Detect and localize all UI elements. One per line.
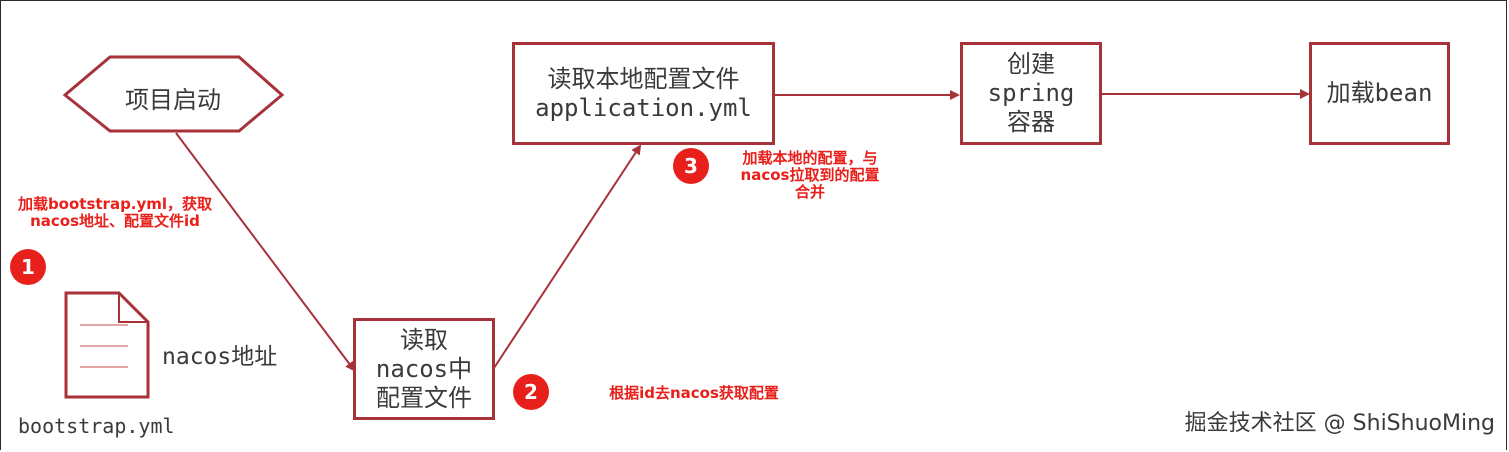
annotation-2-badge: 2 xyxy=(513,374,549,410)
create-spring-container-box: 创建 spring 容器 xyxy=(960,42,1102,145)
annotation-3-text: 加载本地的配置，与 nacos拉取到的配置 合并 xyxy=(740,149,880,201)
document-icon xyxy=(64,291,150,399)
start-node-label: 项目启动 xyxy=(125,86,221,114)
arrow-start-to-read-nacos xyxy=(175,132,356,372)
read-local-config-box: 读取本地配置文件 application.yml xyxy=(512,42,775,145)
load-bean-box: 加载bean xyxy=(1309,42,1450,145)
bootstrap-filename: bootstrap.yml xyxy=(18,414,175,438)
arrow-read-nacos-to-read-local xyxy=(493,144,642,369)
annotation-3-badge: 3 xyxy=(673,148,709,184)
read-nacos-config-box: 读取 nacos中 配置文件 xyxy=(353,318,495,420)
start-node-shape xyxy=(62,55,285,133)
annotation-1-text: 加载bootstrap.yml，获取 nacos地址、配置文件id xyxy=(17,195,213,230)
annotation-2-text: 根据id去nacos获取配置 xyxy=(609,384,779,402)
annotation-1-badge: 1 xyxy=(10,249,46,285)
watermark: 掘金技术社区 @ ShiShuoMing xyxy=(1184,411,1495,436)
nacos-address-label: nacos地址 xyxy=(162,344,278,370)
